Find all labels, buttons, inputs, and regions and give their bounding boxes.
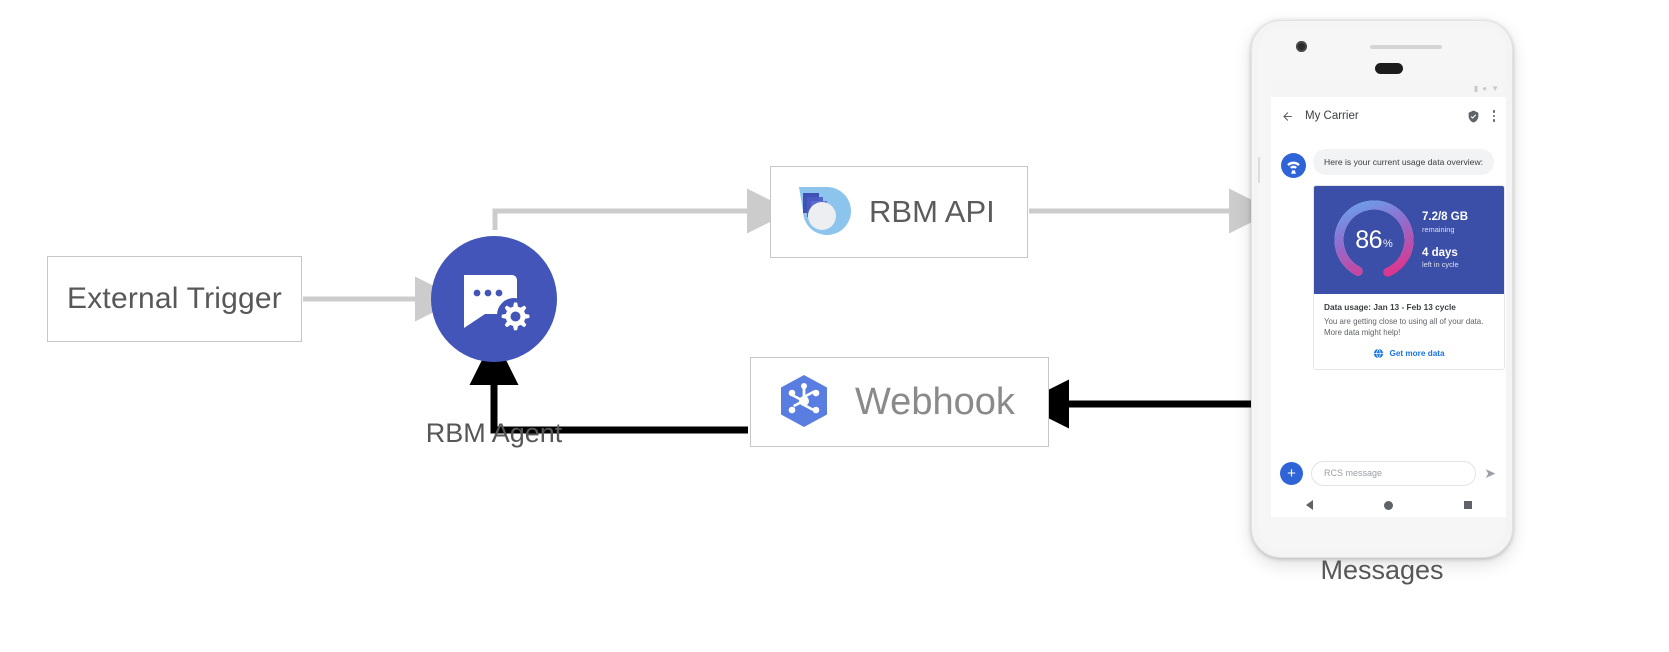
rbm-agent-label: RBM Agent <box>425 418 563 448</box>
messages-label: Messages <box>1320 555 1444 585</box>
phone-mockup: ▮ ● ▼ My Carrier <box>1251 20 1513 558</box>
signal-icon: ▮ <box>1473 84 1479 93</box>
app-bar: My Carrier <box>1271 97 1506 136</box>
back-arrow-icon[interactable] <box>1281 110 1294 123</box>
rcs-message-placeholder: RCS message <box>1324 468 1383 478</box>
rich-card-body: Data usage: Jan 13 - Feb 13 cycle You ar… <box>1314 294 1504 369</box>
rbm-api-label: RBM API <box>869 194 995 229</box>
cloud-functions-hexagon-icon <box>781 375 827 427</box>
webhook-label: Webhook <box>855 380 1015 423</box>
sensor-icon <box>1375 63 1403 74</box>
wifi-icon: ● <box>1482 84 1488 93</box>
overflow-menu-icon[interactable] <box>1491 108 1498 124</box>
conversation-title: My Carrier <box>1305 110 1359 122</box>
front-camera-icon <box>1296 41 1307 52</box>
usage-percent: 86 % <box>1328 194 1420 286</box>
rbm-api-logo-icon <box>799 187 851 235</box>
message-composer: + RCS message ➤ <box>1271 453 1506 493</box>
usage-gauge: 86 % <box>1328 194 1420 286</box>
usage-percent-unit: % <box>1383 238 1393 250</box>
message-row: Here is your current usage data overview… <box>1281 149 1497 178</box>
phone-screen: ▮ ● ▼ My Carrier <box>1271 81 1506 517</box>
rbm-agent-node[interactable] <box>431 236 557 362</box>
rich-card-header: 86 % 7.2/8 GB remaining 4 days <box>1314 186 1504 294</box>
external-trigger-label: External Trigger <box>67 282 282 315</box>
rbm-api-node[interactable]: RBM API <box>770 166 1028 258</box>
add-attachment-button[interactable]: + <box>1280 461 1303 485</box>
rcs-message-input[interactable]: RCS message <box>1311 460 1477 486</box>
nav-recents-icon[interactable] <box>1463 501 1472 509</box>
stat-days-label: left in cycle <box>1422 260 1459 270</box>
message-bubble: Here is your current usage data overview… <box>1313 149 1495 176</box>
webhook-node[interactable]: Webhook <box>750 357 1049 447</box>
rich-card-heading: Data usage: Jan 13 - Feb 13 cycle <box>1324 302 1456 312</box>
android-nav-bar <box>1271 493 1506 517</box>
carrier-broadcast-icon <box>1287 161 1300 174</box>
stat-remaining-label: remaining <box>1422 224 1455 234</box>
globe-icon <box>1374 348 1384 359</box>
usage-percent-value: 86 <box>1355 225 1383 254</box>
get-more-data-button[interactable]: Get more data <box>1324 348 1494 359</box>
conversation-thread: Here is your current usage data overview… <box>1271 135 1506 469</box>
stat-remaining: 7.2/8 GB remaining <box>1422 211 1504 234</box>
avatar <box>1281 153 1306 178</box>
external-trigger-node[interactable]: External Trigger <box>47 256 302 342</box>
chat-gear-icon <box>464 275 531 332</box>
nav-back-icon[interactable] <box>1306 500 1314 510</box>
side-button[interactable] <box>1258 157 1260 183</box>
phone-body: ▮ ● ▼ My Carrier <box>1258 27 1506 551</box>
stat-days: 4 days left in cycle <box>1422 247 1504 270</box>
plus-icon: + <box>1287 464 1296 482</box>
battery-icon: ▼ <box>1491 84 1499 93</box>
verified-shield-icon[interactable] <box>1467 110 1480 123</box>
earpiece-icon <box>1370 45 1442 49</box>
send-icon[interactable]: ➤ <box>1484 464 1496 481</box>
stat-days-value: 4 days <box>1422 246 1458 259</box>
status-bar: ▮ ● ▼ <box>1271 81 1506 97</box>
get-more-data-label: Get more data <box>1389 348 1445 358</box>
usage-stats: 7.2/8 GB remaining 4 days left in cycle <box>1422 186 1504 294</box>
rich-card-text: You are getting close to using all of yo… <box>1324 317 1484 338</box>
stat-remaining-value: 7.2/8 GB <box>1422 210 1469 223</box>
rich-card[interactable]: 86 % 7.2/8 GB remaining 4 days <box>1313 185 1505 370</box>
nav-home-icon[interactable] <box>1383 500 1393 510</box>
